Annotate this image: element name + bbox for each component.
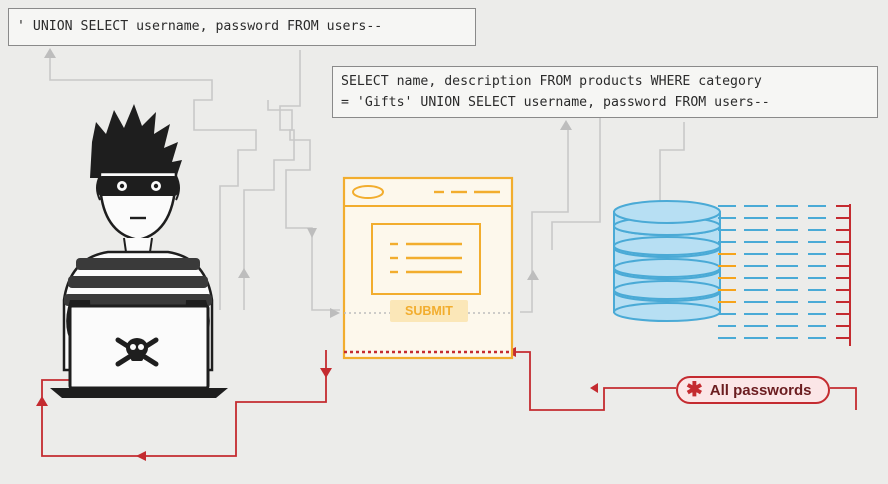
submit-button[interactable]: SUBMIT [390,300,468,322]
query-line-2: = 'Gifts' UNION SELECT username, passwor… [341,95,770,110]
password-column-ticks [836,205,850,339]
all-passwords-badge: ✱ All passwords [676,376,830,404]
database-icon [613,200,721,322]
skull-crossbones-icon [115,337,159,367]
red-arrowheads [36,347,598,461]
red-return-path [41,350,857,457]
injection-payload-box: ' UNION SELECT username, password FROM u… [8,8,476,46]
resulting-query-box: SELECT name, description FROM products W… [332,66,878,118]
all-passwords-label: All passwords [709,381,812,399]
gray-connector-lines [49,50,685,313]
asterisk-icon: ✱ [686,379,703,401]
query-line-1: SELECT name, description FROM products W… [341,74,762,89]
payload-text: ' UNION SELECT username, password FROM u… [17,19,383,34]
data-table-lines [718,205,826,339]
browser-window-icon [342,176,514,360]
